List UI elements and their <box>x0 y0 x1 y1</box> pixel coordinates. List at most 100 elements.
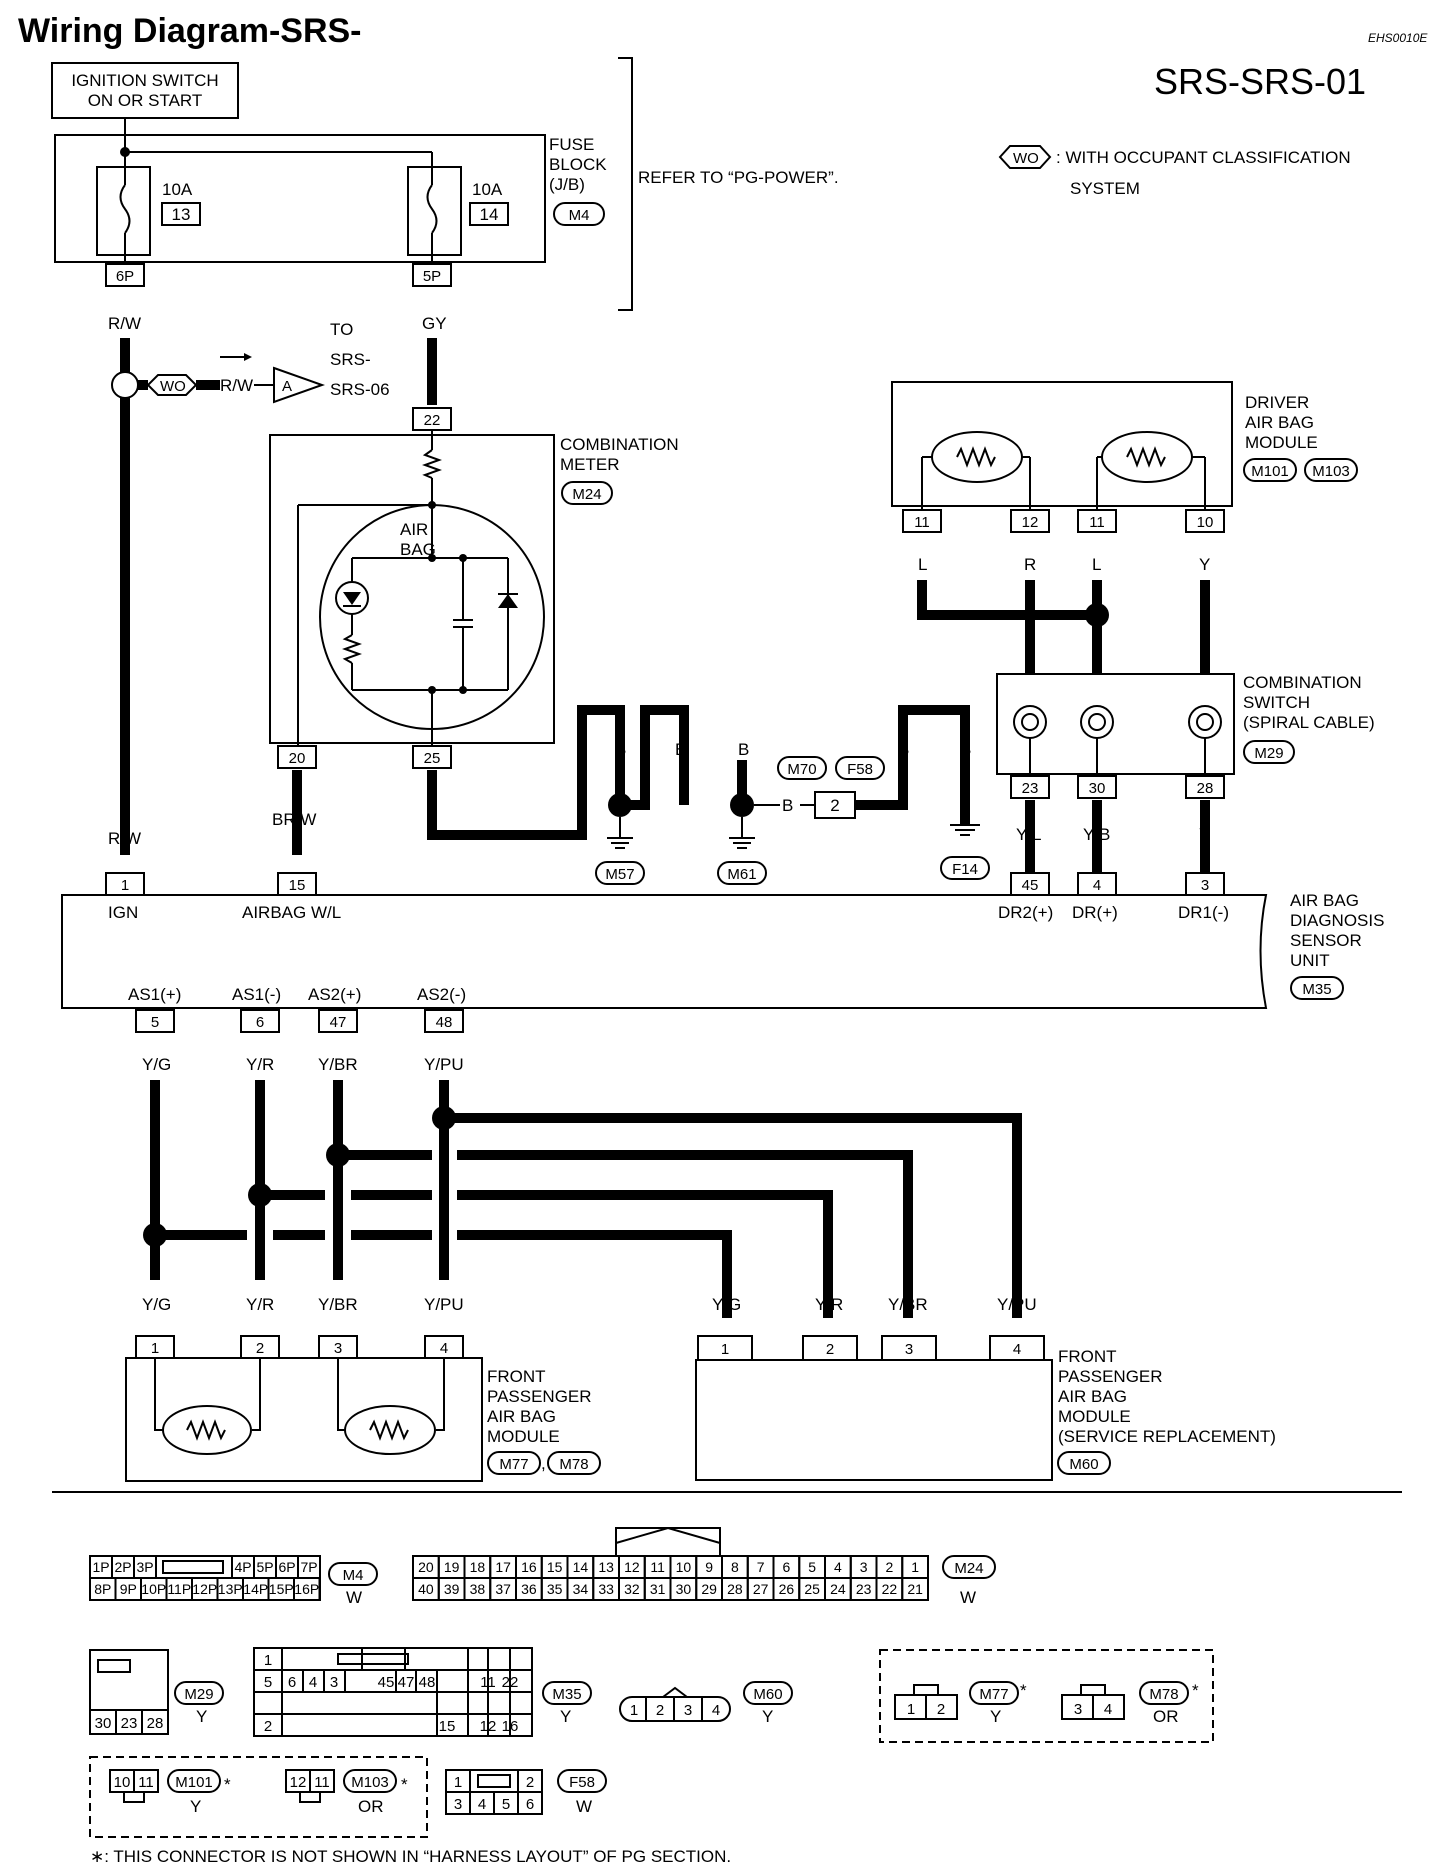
svg-text:BLOCK: BLOCK <box>549 155 607 174</box>
svg-text:IGNITION SWITCH: IGNITION SWITCH <box>71 71 218 90</box>
svg-text:3: 3 <box>1074 1701 1082 1718</box>
legend-text-2: SYSTEM <box>1070 179 1140 198</box>
svg-text:*: * <box>224 1775 231 1794</box>
legend: WO : WITH OCCUPANT CLASSIFICATION SYSTEM <box>998 145 1351 198</box>
svg-text:1: 1 <box>907 1701 915 1718</box>
m24-pin: 22 <box>882 1581 898 1597</box>
m4-pin: 9P <box>120 1581 137 1597</box>
svg-text:F14: F14 <box>952 861 978 878</box>
front-passenger-airbag-module-service: 1 2 3 4 FRONT PASSENGER AIR BAG MODULE (… <box>695 1335 1276 1481</box>
svg-text:AIR BAG: AIR BAG <box>1245 413 1314 432</box>
m24-pin: 35 <box>547 1581 563 1597</box>
wire-label-l: L <box>918 555 927 574</box>
passenger-harness: Y/G Y/R Y/BR Y/PU Y/G Y/R Y/BR Y/PU Y/G … <box>142 1055 1037 1318</box>
connector-m60: 1 2 3 4 M60 Y <box>619 1681 793 1726</box>
connector-m35: 1 5 6 4 3 45 47 48 11 22 2 15 12 16 M35 … <box>253 1647 592 1737</box>
svg-text:COMBINATION: COMBINATION <box>1243 673 1362 692</box>
svg-text:13: 13 <box>172 205 191 224</box>
svg-text:6: 6 <box>256 1014 264 1031</box>
svg-text:11: 11 <box>138 1774 154 1791</box>
svg-text:Y/BR: Y/BR <box>318 1055 358 1074</box>
svg-text:5: 5 <box>502 1796 510 1813</box>
m24-pin: 2 <box>885 1559 893 1575</box>
wire-label-gy: GY <box>422 314 447 333</box>
svg-text:*: * <box>1192 1681 1199 1700</box>
svg-text:B: B <box>675 740 686 759</box>
svg-text:*: * <box>1020 1681 1027 1700</box>
wire-label-brw: BR/W <box>272 810 316 829</box>
svg-text:23: 23 <box>121 1715 138 1732</box>
svg-text:W: W <box>576 1797 592 1816</box>
m4-pin: 5P <box>256 1559 273 1575</box>
svg-text:1: 1 <box>121 877 129 894</box>
svg-text:F58: F58 <box>569 1774 595 1791</box>
svg-text:6: 6 <box>288 1674 296 1691</box>
svg-text:5: 5 <box>151 1014 159 1031</box>
svg-text:DIAGNOSIS: DIAGNOSIS <box>1290 911 1384 930</box>
svg-text:15: 15 <box>439 1718 456 1735</box>
svg-text:2: 2 <box>526 1774 534 1791</box>
m4-pin: 4P <box>234 1559 251 1575</box>
svg-text:B: B <box>738 740 749 759</box>
svg-text:M4: M4 <box>343 1567 364 1584</box>
m24-pin: 33 <box>598 1581 614 1597</box>
svg-text:MODULE: MODULE <box>1245 433 1318 452</box>
driver-airbag-module: 11 12 11 10 DRIVER AIR BAG MODULE M101 M… <box>891 381 1358 533</box>
m24-cell <box>901 1577 929 1601</box>
page-id: SRS-SRS-01 <box>1154 61 1366 102</box>
m4-pin: 16P <box>294 1581 319 1597</box>
svg-text:M101: M101 <box>1251 463 1289 480</box>
svg-text:Y/BR: Y/BR <box>318 1295 358 1314</box>
m24-pin: 12 <box>624 1559 640 1575</box>
svg-text:Y/G: Y/G <box>712 1295 741 1314</box>
svg-text:10: 10 <box>1197 514 1214 531</box>
svg-text:11: 11 <box>1089 514 1105 531</box>
document-code: EHS0010E <box>1368 31 1428 45</box>
svg-text:M57: M57 <box>605 866 634 883</box>
svg-text:SENSOR: SENSOR <box>1290 931 1362 950</box>
m4-pin: 15P <box>269 1581 294 1597</box>
m24-pin: 15 <box>547 1559 563 1575</box>
svg-text:4: 4 <box>712 1702 720 1719</box>
svg-text:DR(+): DR(+) <box>1072 903 1118 922</box>
svg-text:48: 48 <box>436 1014 453 1031</box>
svg-text:11: 11 <box>914 514 930 531</box>
m24-pin: 36 <box>521 1581 537 1597</box>
svg-text:Y/G: Y/G <box>142 1055 171 1074</box>
svg-text:TO: TO <box>330 320 353 339</box>
svg-text:W: W <box>960 1588 976 1607</box>
m24-pin: 5 <box>808 1559 816 1575</box>
svg-text:B: B <box>782 796 793 815</box>
svg-text:6P: 6P <box>116 268 134 285</box>
svg-text:45: 45 <box>1022 877 1039 894</box>
legend-text: : WITH OCCUPANT CLASSIFICATION <box>1056 148 1351 167</box>
svg-text:SWITCH: SWITCH <box>1243 693 1310 712</box>
m4-pin: 8P <box>94 1581 111 1597</box>
svg-text:PASSENGER: PASSENGER <box>487 1387 592 1406</box>
svg-text:WO: WO <box>160 378 186 395</box>
svg-text:3: 3 <box>905 1341 913 1358</box>
m4-pin: 6P <box>278 1559 295 1575</box>
svg-text:W: W <box>346 1588 362 1607</box>
svg-text:12: 12 <box>290 1774 307 1791</box>
m24-pin: 10 <box>676 1559 692 1575</box>
svg-text:M78: M78 <box>559 1456 588 1473</box>
wire-label-yl: Y/L <box>1016 825 1042 844</box>
svg-text:MODULE: MODULE <box>487 1427 560 1446</box>
svg-text:FRONT: FRONT <box>487 1367 546 1386</box>
m4-pin: 13P <box>218 1581 243 1597</box>
svg-text:12: 12 <box>1022 514 1039 531</box>
svg-text:15: 15 <box>289 877 306 894</box>
wire-label-r: R <box>1024 555 1036 574</box>
svg-text:3: 3 <box>454 1796 462 1813</box>
wire-label-y-2: Y <box>1199 825 1210 844</box>
svg-text:4: 4 <box>478 1796 486 1813</box>
svg-text:M24: M24 <box>954 1560 983 1577</box>
svg-text:1: 1 <box>264 1652 272 1669</box>
svg-text:AIR: AIR <box>400 520 428 539</box>
fuse-block: 10A 13 10A 14 FUSE BLOCK (J/B) M4 REFER … <box>54 57 839 311</box>
svg-text:A: A <box>282 378 292 395</box>
svg-text:Y: Y <box>990 1707 1001 1726</box>
svg-text:6: 6 <box>526 1796 534 1813</box>
svg-text:10: 10 <box>114 1774 131 1791</box>
